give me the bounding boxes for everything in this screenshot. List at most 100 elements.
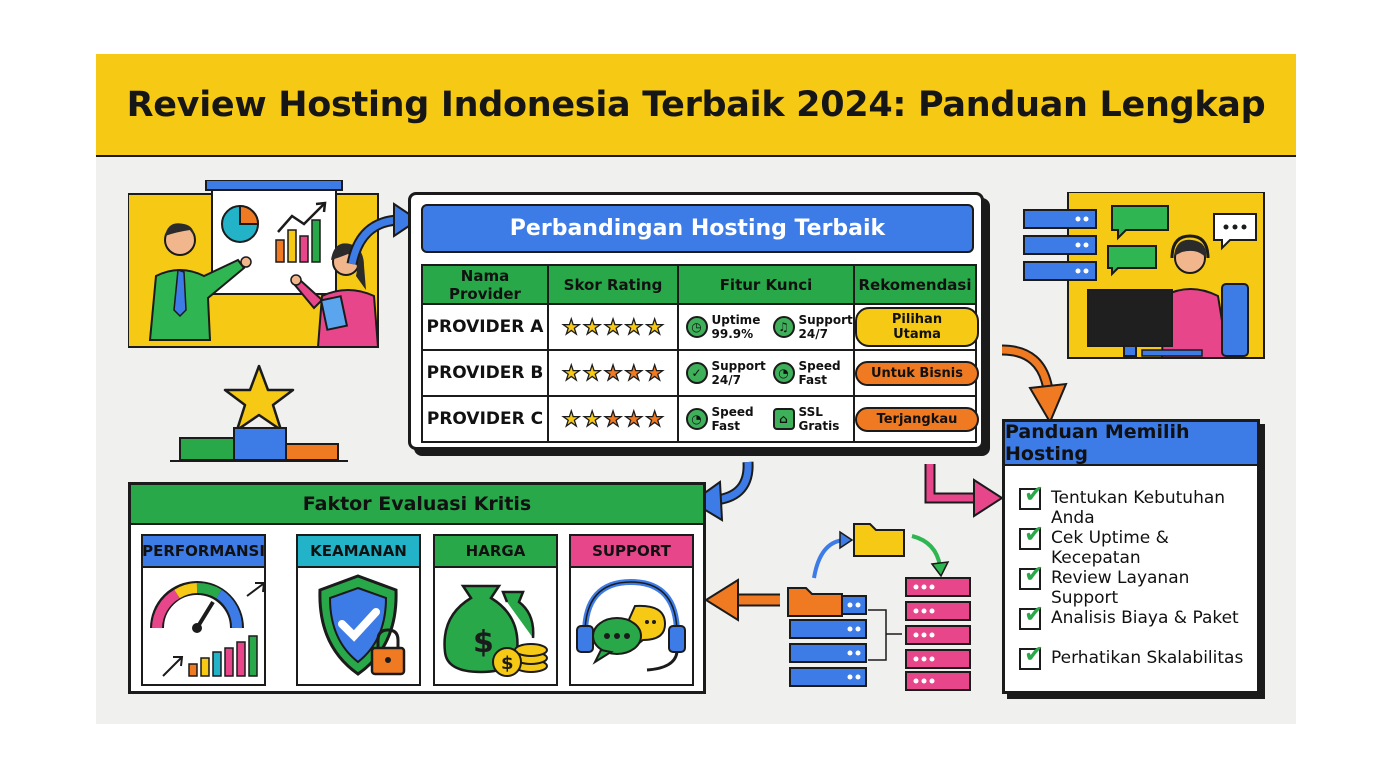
checkbox-checked-icon	[1019, 520, 1044, 550]
recommendation-cell: Untuk Bisnis	[853, 349, 979, 397]
headset-chat-icon	[576, 578, 686, 672]
star-rating: ★★★★★	[549, 406, 677, 431]
evaluation-panel: Faktor Evaluasi Kritis PERFORMANSI KEAMA…	[128, 482, 706, 694]
star-icon: ★	[645, 406, 665, 431]
recommendation-cell: Pilihan Utama	[853, 303, 979, 351]
server-migration-illustration	[787, 523, 971, 691]
checkbox-checked-icon	[1019, 560, 1044, 590]
title-banner: Review Hosting Indonesia Terbaik 2024: P…	[96, 54, 1296, 157]
list-item: Perhatikan Skalabilitas	[1019, 640, 1257, 688]
checkbox-checked-icon	[1019, 640, 1044, 670]
star-icon: ★	[645, 360, 665, 385]
list-item: Cek Uptime & Kecepatan	[1019, 520, 1257, 568]
evaluation-title: Faktor Evaluasi Kritis	[131, 485, 703, 525]
provider-name: PROVIDER A	[421, 303, 549, 351]
star-icon: ★	[624, 360, 644, 385]
feature-text: Support 24/7	[798, 313, 853, 341]
arrow-to-evaluation-orange	[704, 578, 780, 622]
page-title: Review Hosting Indonesia Terbaik 2024: P…	[126, 84, 1266, 125]
guide-checklist: Tentukan Kebutuhan Anda Cek Uptime & Kec…	[1019, 480, 1257, 688]
checkbox-checked-icon	[1019, 480, 1044, 510]
speedometer-icon: ◔	[772, 362, 795, 384]
star-icon: ★	[603, 406, 623, 431]
arrow-to-comparison	[346, 202, 420, 266]
recommendation-cell: Terjangkau	[853, 395, 979, 443]
svg-text:$: $	[473, 625, 494, 660]
header-rating: Skor Rating	[547, 264, 679, 305]
recommendation-badge: Untuk Bisnis	[855, 360, 979, 386]
card-header: KEAMANAN	[298, 536, 419, 568]
star-icon: ★	[603, 314, 623, 339]
feature-text: Speed Fast	[711, 405, 754, 433]
card-header: HARGA	[435, 536, 556, 568]
list-item: Analisis Biaya & Paket	[1019, 600, 1257, 648]
rating-cell: ★★★★★	[547, 349, 679, 397]
guide-item-text: Cek Uptime & Kecepatan	[1051, 528, 1169, 568]
card-header: SUPPORT	[571, 536, 692, 568]
feature-text: SSL Gratis	[798, 405, 840, 433]
comparison-table: Nama Provider Skor Rating Fitur Kunci Re…	[421, 264, 979, 443]
guide-panel: Panduan Memilih Hosting Tentukan Kebutuh…	[1002, 419, 1260, 694]
star-icon: ★	[561, 314, 581, 339]
star-icon: ★	[582, 314, 602, 339]
feature-text: Speed Fast	[798, 359, 841, 387]
svg-text:$: $	[501, 653, 514, 674]
check-circle-icon: ✓	[685, 362, 708, 384]
guide-item-text: Analisis Biaya & Paket	[1051, 608, 1239, 628]
arrow-to-evaluation	[690, 461, 754, 522]
rating-cell: ★★★★★	[547, 303, 679, 351]
star-rating: ★★★★★	[549, 360, 677, 385]
table-row: PROVIDER A ★★★★★ ◷Uptime 99.9% ♫Support …	[421, 303, 979, 351]
podium-star-icon	[170, 364, 348, 462]
features-cell: ◷Uptime 99.9% ♫Support 24/7	[677, 303, 855, 351]
arrow-pink-to-guide	[924, 464, 1004, 518]
provider-name: PROVIDER C	[421, 395, 549, 443]
evaluation-card-support: SUPPORT	[569, 534, 694, 686]
header-recommendation: Rekomendasi	[853, 264, 977, 305]
headset-icon: ♫	[772, 316, 795, 338]
lock-icon: ⌂	[772, 408, 795, 430]
feature-text: Uptime 99.9%	[711, 313, 761, 341]
features-cell: ✓Support 24/7 ◔Speed Fast	[677, 349, 855, 397]
checkbox-checked-icon	[1019, 600, 1044, 630]
star-icon: ★	[582, 360, 602, 385]
guide-item-text: Review Layanan Support	[1051, 568, 1190, 608]
list-item: Review Layanan Support	[1019, 560, 1257, 608]
list-item: Tentukan Kebutuhan Anda	[1019, 480, 1257, 528]
star-icon: ★	[561, 360, 581, 385]
table-row: PROVIDER B ★★★★★ ✓Support 24/7 ◔Speed Fa…	[421, 349, 979, 397]
evaluation-card-performance: PERFORMANSI	[141, 534, 266, 686]
star-icon: ★	[624, 406, 644, 431]
star-icon: ★	[645, 314, 665, 339]
comparison-panel: Perbandingan Hosting Terbaik Nama Provid…	[408, 192, 984, 450]
table-header-row: Nama Provider Skor Rating Fitur Kunci Re…	[421, 264, 977, 305]
evaluation-card-security: KEAMANAN	[296, 534, 421, 686]
card-header: PERFORMANSI	[142, 536, 265, 568]
star-rating: ★★★★★	[549, 314, 677, 339]
header-features: Fitur Kunci	[677, 264, 855, 305]
guide-title: Panduan Memilih Hosting	[1005, 421, 1257, 466]
clock-icon: ◷	[685, 316, 708, 338]
header-provider: Nama Provider	[421, 264, 549, 305]
shield-lock-icon	[318, 574, 406, 676]
star-icon: ★	[624, 314, 644, 339]
evaluation-card-price: HARGA $ $	[433, 534, 558, 686]
guide-item-text: Perhatikan Skalabilitas	[1051, 648, 1244, 668]
presentation-illustration	[128, 180, 380, 348]
feature-text: Support 24/7	[711, 359, 766, 387]
recommendation-badge: Pilihan Utama	[855, 307, 979, 347]
star-icon: ★	[582, 406, 602, 431]
comparison-title: Perbandingan Hosting Terbaik	[421, 204, 974, 253]
customer-support-illustration	[1023, 192, 1265, 359]
speedometer-chart-icon	[150, 581, 266, 677]
star-icon: ★	[603, 360, 623, 385]
table-row: PROVIDER C ★★★★★ ◔Speed Fast ⌂SSL Gratis…	[421, 395, 979, 443]
money-bag-icon: $ $	[443, 584, 548, 677]
speedometer-icon: ◔	[685, 408, 708, 430]
arrow-to-guide	[1001, 344, 1068, 425]
rating-cell: ★★★★★	[547, 395, 679, 443]
star-icon: ★	[561, 406, 581, 431]
provider-name: PROVIDER B	[421, 349, 549, 397]
recommendation-badge: Terjangkau	[855, 406, 979, 432]
guide-item-text: Tentukan Kebutuhan Anda	[1051, 488, 1226, 528]
